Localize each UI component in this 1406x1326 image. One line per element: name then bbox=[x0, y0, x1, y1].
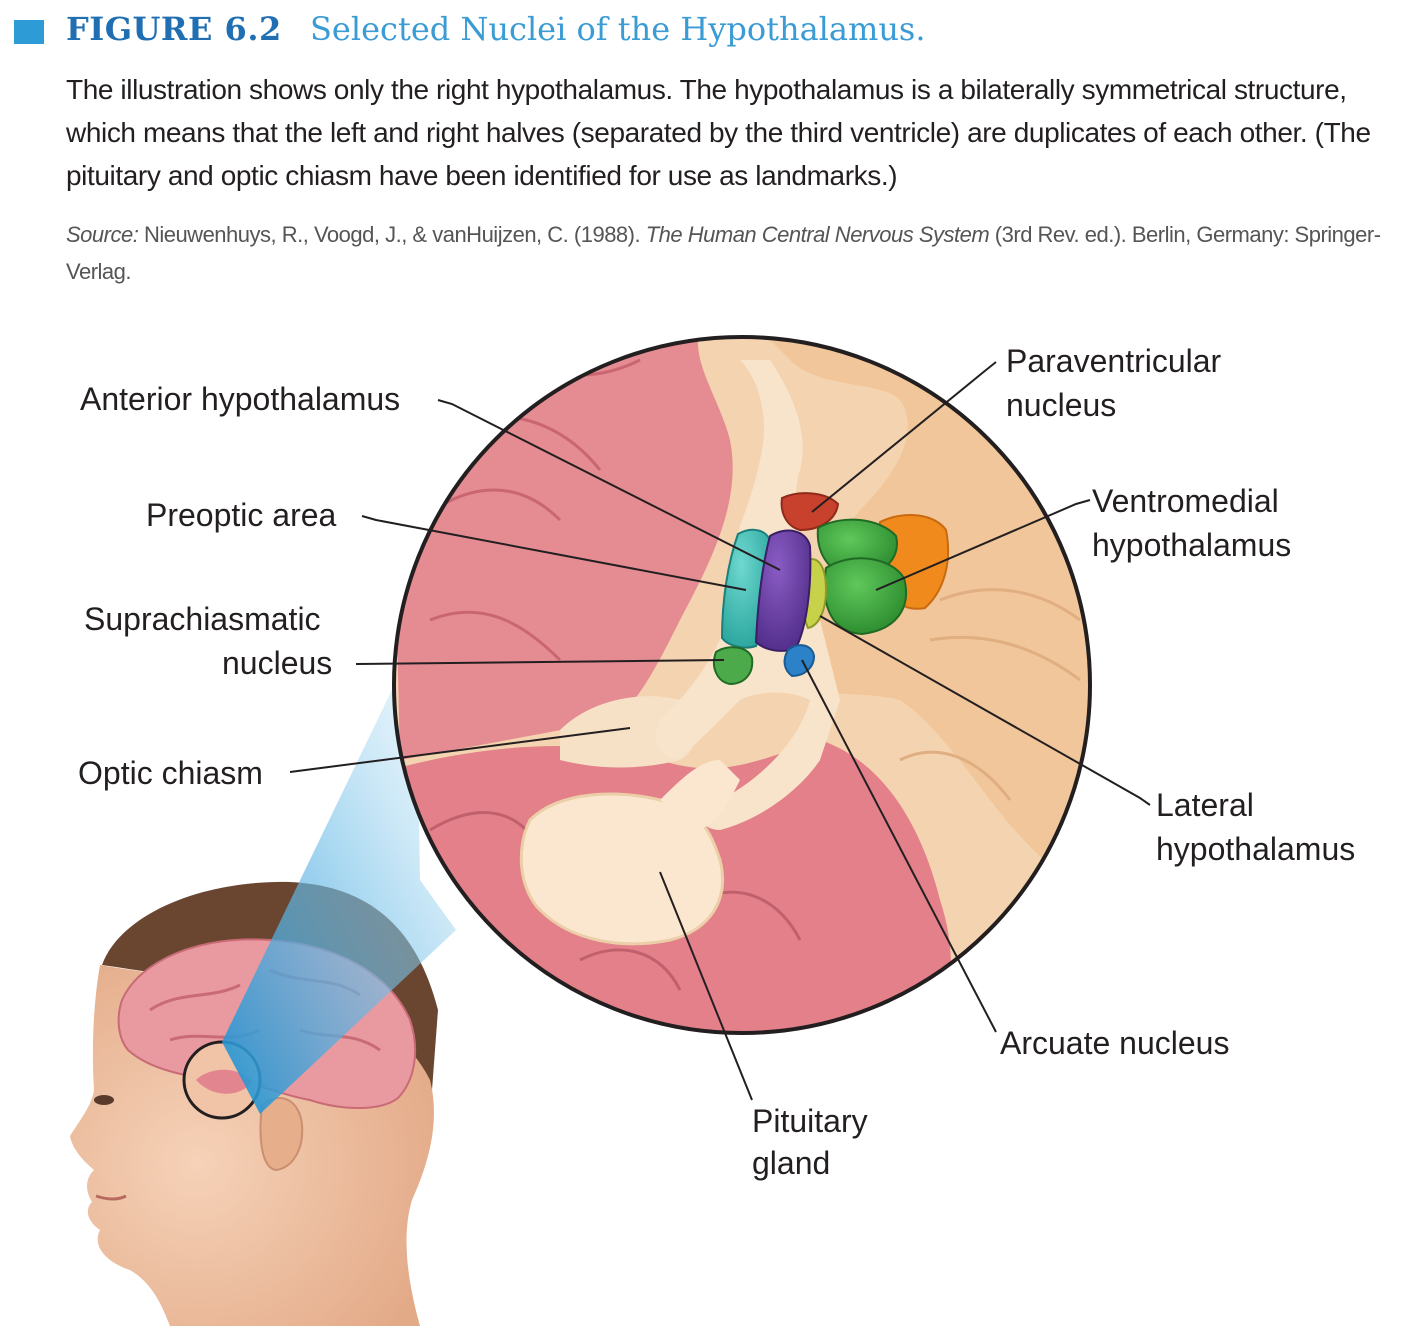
figure-number: FIGURE 6.2 bbox=[66, 10, 282, 48]
source-authors: Nieuwenhuys, R., Voogd, J., & vanHuijzen… bbox=[138, 222, 646, 247]
label-anterior-hypothalamus: Anterior hypothalamus bbox=[80, 381, 400, 417]
small-circle-brain bbox=[196, 1069, 252, 1094]
label-paraventricular-line1: Paraventricular bbox=[1006, 343, 1222, 379]
magnifier-circle-outline bbox=[392, 335, 1092, 1035]
leader-anterior bbox=[437, 399, 781, 571]
eye bbox=[94, 1095, 114, 1105]
leader-optic-chiasm bbox=[289, 727, 631, 773]
leader-ventromedial bbox=[875, 499, 1091, 591]
label-ventromedial-line2: hypothalamus bbox=[1092, 527, 1291, 563]
leader-lines bbox=[289, 361, 1151, 1101]
figure-caption: The illustration shows only the right hy… bbox=[66, 74, 1371, 191]
label-pituitary-line2: gland bbox=[752, 1145, 830, 1181]
cortex-folds bbox=[419, 358, 641, 662]
mouth bbox=[95, 1194, 127, 1201]
leader-suprachiasmatic bbox=[355, 659, 725, 665]
source-prefix: Source: bbox=[66, 222, 139, 247]
label-preoptic-area: Preoptic area bbox=[146, 497, 337, 533]
figure-title: Selected Nuclei of the Hypothalamus. bbox=[310, 10, 926, 48]
leader-preoptic bbox=[361, 515, 747, 591]
source-book-title: The Human Central Nervous System bbox=[645, 222, 990, 247]
figure-marker-square bbox=[14, 20, 44, 44]
leader-pituitary bbox=[659, 871, 753, 1101]
label-suprachiasmatic-line1: Suprachiasmatic bbox=[84, 601, 321, 637]
pituitary-stalk bbox=[660, 760, 740, 830]
ear bbox=[259, 1096, 304, 1172]
label-lateral-line2: hypothalamus bbox=[1156, 831, 1355, 867]
source-citation: Source: Nieuwenhuys, R., Voogd, J., & va… bbox=[66, 216, 1386, 290]
leader-paraventricular bbox=[811, 361, 997, 513]
label-suprachiasmatic-line2: nucleus bbox=[222, 645, 332, 681]
label-ventromedial-line1: Ventromedial bbox=[1092, 483, 1279, 519]
leader-arcuate bbox=[801, 659, 997, 1033]
label-optic-chiasm: Optic chiasm bbox=[78, 755, 263, 791]
label-pituitary-line1: Pituitary bbox=[752, 1103, 868, 1139]
leader-lateral bbox=[819, 615, 1151, 806]
label-lateral-line1: Lateral bbox=[1156, 787, 1254, 823]
pituitary-shape bbox=[519, 792, 725, 946]
magnified-view bbox=[394, 337, 1090, 1033]
tissue-right-lines bbox=[899, 588, 1081, 801]
tissue-right bbox=[760, 337, 1090, 900]
source-rest: (3rd Rev. ed.). Berlin, Germany: Springe… bbox=[66, 222, 1381, 284]
ventromedial-nucleus-shape bbox=[823, 557, 907, 636]
head-brain-folds bbox=[149, 968, 381, 1052]
suprachiasmatic-nucleus-shape bbox=[712, 646, 754, 686]
label-arcuate-nucleus: Arcuate nucleus bbox=[1000, 1025, 1229, 1061]
label-paraventricular-line2: nucleus bbox=[1006, 387, 1116, 423]
